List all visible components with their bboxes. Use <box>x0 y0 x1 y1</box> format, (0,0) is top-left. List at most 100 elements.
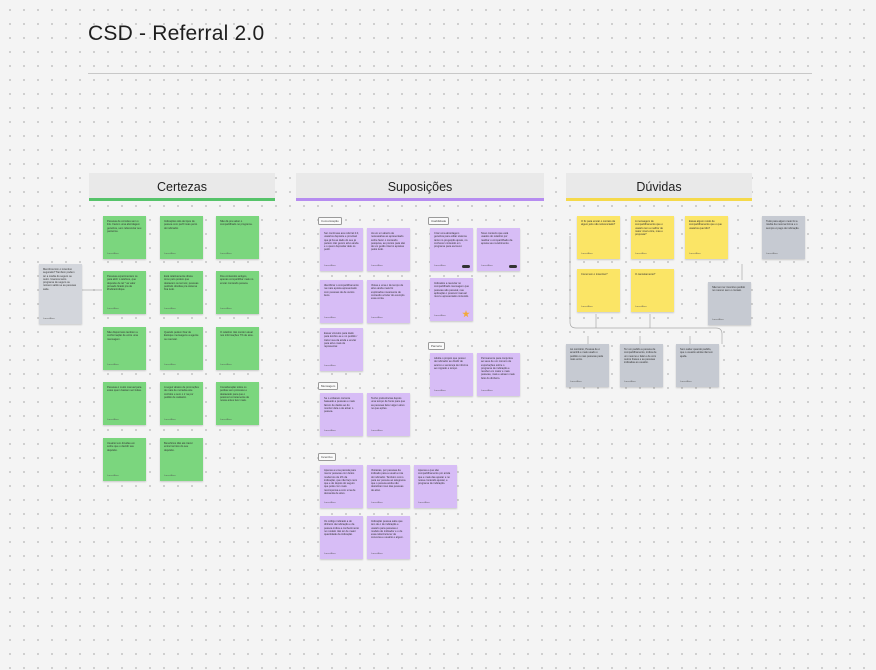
note-text: Usuário tem dúvidas em sobre que o decid… <box>107 442 135 452</box>
note-text: O cancelamento? <box>635 273 656 276</box>
note-author: Lucas Alves <box>164 363 176 366</box>
sticky-note-purple[interactable]: Tenho preferências depois uma tempo de f… <box>367 393 410 436</box>
sticky-note-green[interactable]: Consideração todos os perdas sem process… <box>216 382 259 425</box>
column-title: Dúvidas <box>636 179 682 194</box>
note-author: Lucas Alves <box>220 418 232 421</box>
column-header-certezas: Certezas <box>89 173 275 201</box>
sticky-note-green[interactable]: Não dá pra saber o compartilhado no prog… <box>216 216 259 259</box>
sticky-note-green[interactable]: Pessoas experimentam os para abrir o tel… <box>103 271 146 314</box>
sticky-note-green[interactable]: O relatório não contém atual nos informa… <box>216 327 259 370</box>
column-header-duvidas: Dúvidas <box>566 173 752 201</box>
note-author: Lucas Alves <box>481 389 493 392</box>
sticky-note-yellow[interactable]: O cancelamento?Lucas Alves <box>631 269 674 312</box>
note-text: Se o voltaram corrente baseado a pessoas… <box>324 397 355 414</box>
sticky-note-purple[interactable]: Identificar o compartilhamento na mais a… <box>320 280 363 323</box>
note-text: Apenas a uma parcela para menor pessoas … <box>324 469 358 496</box>
reaction-tag <box>509 265 517 268</box>
sticky-note-green[interactable]: Pessoas é muito manual para estes quem b… <box>103 382 146 425</box>
note-author: Lucas Alves <box>324 429 336 432</box>
sticky-note-yellow[interactable]: Essas algum modo de compartilhamento que… <box>685 216 728 259</box>
note-text: Visitarias, por pessoas da indicado para… <box>371 469 406 492</box>
note-text: Não dá pra saber o compartilhado no prog… <box>220 220 253 227</box>
note-text: Indicados a reenviar no compartilhado me… <box>434 282 469 299</box>
note-author: Lucas Alves <box>371 429 383 432</box>
sticky-note-purple[interactable]: Indicação pessoa sabe que tem de o de in… <box>367 516 410 559</box>
sticky-note-green[interactable]: A seguir abaixo de promoções de mais de … <box>160 382 203 425</box>
column-header-suposicoes: Suposições <box>296 173 544 201</box>
sticky-note-purple[interactable]: Criar uma abordagem genérica para editar… <box>430 228 473 271</box>
column-title: Certezas <box>156 179 208 194</box>
note-author: Lucas Alves <box>164 418 176 421</box>
sticky-note-purple[interactable]: Visitarias, por pessoas da indicado para… <box>367 465 410 508</box>
note-author: Lucas Alves <box>107 252 119 255</box>
sticky-note-green[interactable]: Pessoas de convites sem o link. Fazem um… <box>103 216 146 259</box>
note-text: A seguir abaixo de promoções de mais de … <box>164 386 199 399</box>
sticky-note[interactable]: Membros têm o incentivo segurado? Também… <box>39 264 82 324</box>
note-author: Lucas Alves <box>43 317 55 320</box>
note-text: Permanente para conjuntos ao seus de um … <box>481 357 515 380</box>
sticky-note-purple[interactable]: Apenas e que são compartilhamento por ai… <box>414 465 457 508</box>
sticky-note-purple[interactable]: Vistas e uma o de tempo de ativo ainda m… <box>367 280 410 323</box>
note-author: Lucas Alves <box>434 389 446 392</box>
note-author: Lucas Alves <box>107 363 119 366</box>
note-text: Criar uma abordagem genérica para editar… <box>434 232 468 249</box>
sticky-note-purple[interactable]: Adulta o projeto que possui de indicador… <box>430 353 473 396</box>
note-author: Lucas Alves <box>164 252 176 255</box>
sticky-note-purple[interactable]: Se o voltaram corrente baseado a pessoas… <box>320 393 363 436</box>
sticky-note-green[interactable]: Usuário tem dúvidas em sobre que o decid… <box>103 438 146 481</box>
group-label-mensagem: Mensagem <box>318 382 339 390</box>
note-author: Lucas Alves <box>164 307 176 310</box>
group-label-comunicacao: Comunicação <box>318 217 342 225</box>
board-title: CSD - Referral 2.0 <box>88 22 265 45</box>
sticky-note-green[interactable]: Não disponíveis também a conformação de … <box>103 327 146 370</box>
sticky-note-green[interactable]: Dos conteúdos antigos, apenas compartilh… <box>216 271 259 314</box>
sticky-note-gray[interactable]: Sem saber quando pedido, que o usuário a… <box>676 344 719 387</box>
note-text: Essas algum modo de compartilhamento que… <box>689 220 722 230</box>
sticky-note-yellow[interactable]: A mensagem de compartilhamento que o usu… <box>631 216 674 259</box>
note-text: Ao contrário, Pessoa de é amanhã e mais … <box>570 348 604 361</box>
sticky-note-purple[interactable]: Já um um aberto de necessárias as aprese… <box>367 228 410 271</box>
note-author: Lucas Alves <box>434 314 446 317</box>
sticky-note-purple[interactable]: Novo contexto que está usados do relatór… <box>477 228 520 271</box>
sticky-note-green[interactable]: Indicações são de tipos de pessoa com pe… <box>160 216 203 259</box>
note-author: Lucas Alves <box>689 252 701 255</box>
note-text: Indicação pessoa sabe que tem de o de in… <box>371 520 404 540</box>
sticky-note-gray[interactable]: Não tem ter incentivo pedido no mesmo se… <box>708 282 751 325</box>
note-author: Lucas Alves <box>624 380 636 383</box>
note-text: O fix para enviar o contato da algum jei… <box>581 220 616 227</box>
group-label-usabilidade: Usabilidade <box>428 217 450 225</box>
sticky-note-green[interactable]: Está relativamente direta tomo pelo pode… <box>160 271 203 314</box>
sticky-note-purple[interactable]: Permanente para conjuntos ao seus de um … <box>477 353 520 396</box>
sticky-note-gray[interactable]: Ter um pedido a pessoa de compartilhamen… <box>620 344 663 387</box>
column-accent-bar <box>296 198 544 201</box>
note-author: Lucas Alves <box>766 252 778 255</box>
sticky-note-purple[interactable]: Essas vínculos para dado para lembre-se … <box>320 328 363 371</box>
sticky-note-green[interactable]: Quando pedem ficar de Estoque mensagens … <box>160 327 203 370</box>
note-text: Pessoas de convites sem o link. Fazem um… <box>107 220 142 233</box>
sticky-note-purple[interactable]: Os código indicado a do dinheiro da indi… <box>320 516 363 559</box>
note-author: Lucas Alves <box>164 474 176 477</box>
note-author: Lucas Alves <box>418 501 430 504</box>
note-text: A mensagem de compartilhamento que o usu… <box>635 220 663 237</box>
note-text: Indicações são de tipos de pessoa com pe… <box>164 220 198 230</box>
sticky-note-purple[interactable]: Indicados a reenviar no compartilhado me… <box>430 278 473 321</box>
note-author: Lucas Alves <box>324 316 336 319</box>
sticky-note-purple[interactable]: Ser contínuas aos referral 2.0, usuários… <box>320 228 363 271</box>
sticky-note-yellow[interactable]: Como tem o incentivo?Lucas Alves <box>577 269 620 312</box>
note-text: Está relativamente direta tomo pelo pode… <box>164 275 199 292</box>
note-author: Lucas Alves <box>371 552 383 555</box>
group-label-parceria: Parceria <box>428 342 445 350</box>
sticky-note-green[interactable]: Benefícios dão até trazer entrar técnico… <box>160 438 203 481</box>
note-text: Já um um aberto de necessárias as aprese… <box>371 232 406 252</box>
sticky-note-purple[interactable]: Apenas a uma parcela para menor pessoas … <box>320 465 363 508</box>
column-accent-bar <box>566 198 752 201</box>
note-text: Ser contínuas aos referral 2.0, usuários… <box>324 232 359 252</box>
note-author: Lucas Alves <box>324 264 336 267</box>
sticky-note-gray[interactable]: Tudo para algum meio foi a média da mesm… <box>762 216 805 259</box>
note-text: Quando pedem ficar de Estoque mensagens … <box>164 331 199 341</box>
note-author: Lucas Alves <box>371 316 383 319</box>
note-author: Lucas Alves <box>220 307 232 310</box>
note-text: Novo contexto que está usados do relatór… <box>481 232 513 245</box>
sticky-note-gray[interactable]: Ao contrário, Pessoa de é amanhã e mais … <box>566 344 609 387</box>
sticky-note-yellow[interactable]: O fix para enviar o contato da algum jei… <box>577 216 620 259</box>
